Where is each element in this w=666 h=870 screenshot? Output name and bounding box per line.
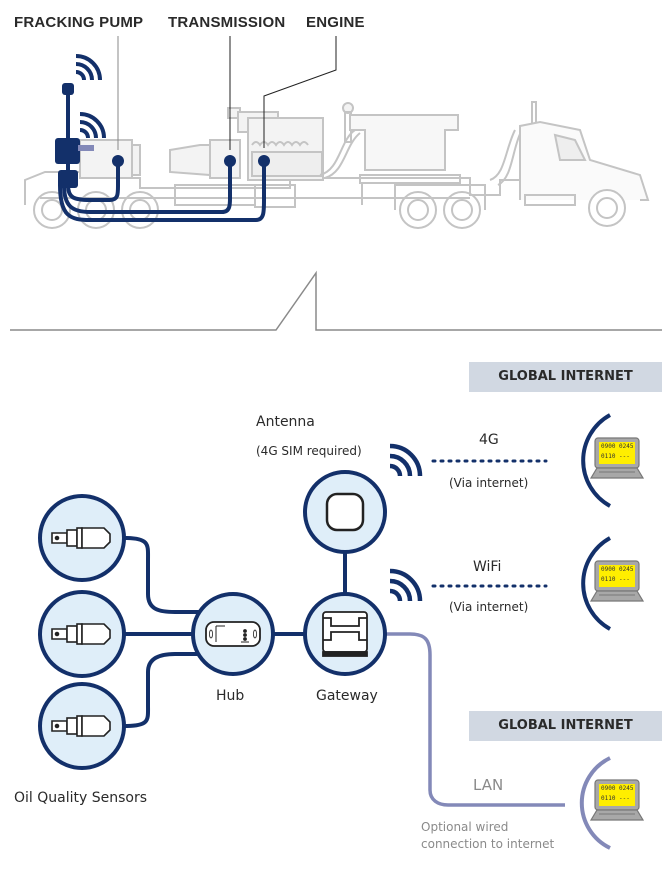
transmission-sensor-dot [224, 155, 236, 167]
lan-internet-arc [579, 756, 611, 850]
connection-lan-label: LAN [473, 776, 504, 794]
gateway-label: Gateway [316, 688, 378, 704]
truck-sensor-nodes [55, 83, 270, 188]
oil-sensor-icon [51, 623, 111, 645]
label-fracking-pump: FRACKING PUMP [14, 14, 144, 31]
laptop-wifi: 0900 0245 0110 --- [589, 559, 647, 605]
section-break-divider [10, 270, 662, 331]
oil-sensor-icon [51, 715, 111, 737]
antenna-device-icon [325, 492, 365, 532]
wifi-icon [389, 568, 423, 602]
connection-4g-note: (Via internet) [449, 476, 529, 490]
sensors-label: Oil Quality Sensors [14, 790, 148, 806]
pump-sensor-dot [112, 155, 124, 167]
antenna-label: Antenna [256, 414, 315, 430]
laptop-screen-line2: 0110 --- [601, 795, 630, 802]
laptop-icon [589, 779, 645, 821]
laptop-screen-line2: 0110 --- [601, 576, 630, 583]
oil-sensor-icon [51, 527, 111, 549]
lan-note-line2: connection to internet [421, 837, 555, 851]
global-internet-bar-bottom: GLOBAL INTERNET [469, 711, 662, 741]
laptop-4g: 0900 0245 0110 --- [589, 436, 647, 482]
gateway-device-icon [322, 611, 368, 657]
antenna-node [62, 83, 74, 95]
label-engine: ENGINE [306, 14, 365, 31]
hub-device-icon [205, 621, 261, 647]
truck-wifi-icons [75, 54, 106, 139]
wifi-icon [75, 54, 102, 81]
label-leader-lines [117, 36, 337, 150]
label-transmission: TRANSMISSION [168, 14, 286, 31]
connection-4g-label: 4G [479, 432, 499, 448]
hub-label: Hub [216, 688, 245, 704]
laptop-lan: 0900 0245 0110 --- [589, 778, 647, 824]
wifi-internet-arc [581, 536, 611, 631]
lan-cable [385, 632, 565, 807]
antenna-note: (4G SIM required) [256, 444, 362, 458]
laptop-screen-line1: 0900 0245 [601, 785, 634, 792]
connection-wifi-note: (Via internet) [449, 600, 529, 614]
wifi-icon [389, 443, 423, 477]
hub-node [58, 170, 78, 188]
gateway-connector [78, 145, 94, 151]
laptop-screen-line1: 0900 0245 [601, 443, 634, 450]
oil-sensor-icons [51, 527, 111, 737]
4g-internet-arc [581, 413, 611, 508]
global-internet-bar-top: GLOBAL INTERNET [469, 362, 662, 392]
truck-sensor-wiring [58, 88, 266, 222]
laptop-screen-line1: 0900 0245 [601, 566, 634, 573]
laptop-screen-line2: 0110 --- [601, 453, 630, 460]
network-wifi-icons [389, 443, 423, 602]
laptop-icon [589, 560, 645, 602]
connection-wifi-label: WiFi [473, 559, 502, 575]
laptop-icon [589, 437, 645, 479]
lan-note-line1: Optional wired [421, 820, 509, 834]
gateway-node [55, 138, 80, 164]
engine-sensor-dot [258, 155, 270, 167]
wifi-icon [79, 112, 106, 139]
